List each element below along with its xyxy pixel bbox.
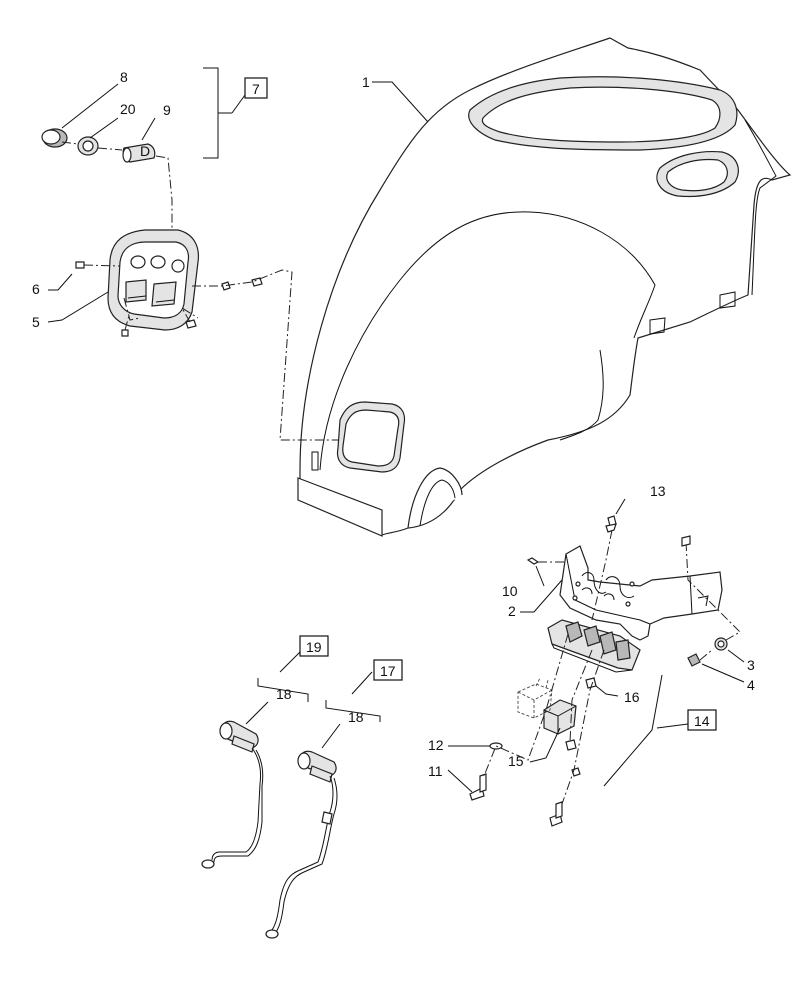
callout-19: 19 bbox=[306, 639, 322, 655]
relay-bracket-assembly bbox=[447, 498, 745, 827]
callout-13: 13 bbox=[650, 483, 666, 499]
callout-1: 1 bbox=[362, 74, 370, 90]
switch-panel-assembly: D bbox=[41, 67, 338, 441]
callout-10: 10 bbox=[502, 583, 518, 599]
callout-16: 16 bbox=[624, 689, 640, 705]
callout-18-left: 18 bbox=[276, 686, 292, 702]
callout-labels: 1 2 3 4 5 6 7 8 9 10 11 12 13 14 15 16 1… bbox=[32, 69, 755, 779]
callout-2: 2 bbox=[508, 603, 516, 619]
callout-14-box bbox=[687, 709, 717, 731]
callout-18-right: 18 bbox=[348, 709, 364, 725]
callout-19-box bbox=[299, 635, 329, 657]
console-cover bbox=[297, 37, 792, 537]
callout-7-box bbox=[244, 77, 268, 99]
plug-marking: D bbox=[140, 143, 150, 159]
callout-20: 20 bbox=[120, 101, 136, 117]
callout-5: 5 bbox=[32, 314, 40, 330]
callout-9: 9 bbox=[163, 102, 171, 118]
callout-17: 17 bbox=[380, 663, 396, 679]
callout-17-box bbox=[373, 659, 403, 681]
callout-15: 15 bbox=[508, 753, 524, 769]
callout-4: 4 bbox=[747, 677, 755, 693]
callout-11: 11 bbox=[428, 763, 443, 779]
socket-assemblies bbox=[201, 651, 381, 939]
callout-7: 7 bbox=[252, 81, 260, 97]
callout-14: 14 bbox=[694, 713, 710, 729]
callout-8: 8 bbox=[120, 69, 128, 85]
callout-12: 12 bbox=[428, 737, 444, 753]
callout-6: 6 bbox=[32, 281, 40, 297]
callout-3: 3 bbox=[747, 657, 755, 673]
